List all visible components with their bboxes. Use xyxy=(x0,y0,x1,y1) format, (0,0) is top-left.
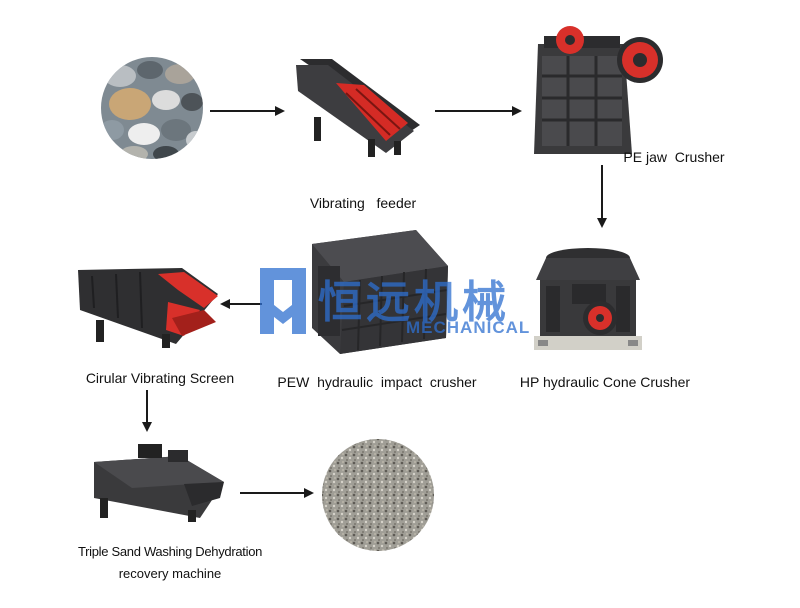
impact-crusher-image xyxy=(300,226,460,356)
vibrating-screen-image xyxy=(72,262,224,352)
stones-image xyxy=(100,56,204,160)
label-sand-washer-line2: recovery machine xyxy=(118,566,222,581)
sand-washer-image xyxy=(88,440,228,524)
label-jaw-crusher: PE jaw Crusher xyxy=(623,149,725,165)
sand-image xyxy=(320,437,436,553)
label-cone-crusher: HP hydraulic Cone Crusher xyxy=(519,374,691,390)
cone-crusher-image xyxy=(528,240,648,358)
label-sand-washer-line1: Triple Sand Washing Dehydration xyxy=(77,544,263,559)
label-vibrating-screen: Cirular Vibrating Screen xyxy=(85,370,235,386)
label-impact-crusher: PEW hydraulic impact crusher xyxy=(277,374,477,390)
label-vibrating-feeder: Vibrating feeder xyxy=(309,195,417,211)
vibrating-feeder-image xyxy=(290,55,428,160)
jaw-crusher-image xyxy=(528,14,664,156)
